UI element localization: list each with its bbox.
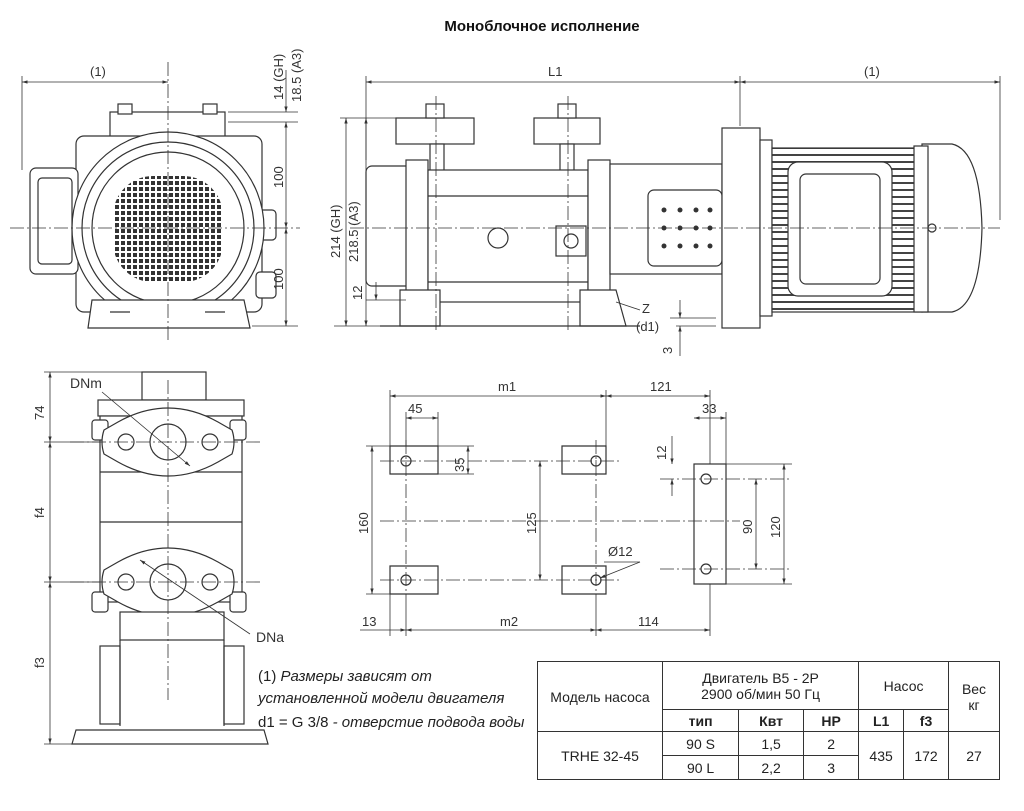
dim-base-phi12: Ø12	[608, 544, 633, 559]
side-view	[365, 103, 983, 329]
pump-body-dimensions	[44, 371, 251, 745]
note-d1: d1 = G 3/8 - отверстие подвода воды	[258, 714, 524, 731]
dim-body-f4: f4	[32, 507, 47, 518]
dim-base-125: 125	[524, 512, 539, 534]
terminal-dots	[661, 207, 713, 249]
cell-kw-1: 2,2	[738, 755, 805, 780]
side-view-centerlines	[350, 96, 1000, 330]
th-weight-line-2: кг	[968, 696, 980, 713]
th-motor-line-2: 2900 об/мин 50 Гц	[701, 685, 820, 702]
note-1-text-1: Размеры зависят от	[280, 668, 432, 685]
dim-front-100-up: 100	[271, 166, 286, 188]
th-type: тип	[661, 709, 740, 732]
side-view-dimensions	[334, 76, 1001, 356]
dim-base-160: 160	[356, 512, 371, 534]
cell-hp-1: 3	[803, 755, 860, 780]
dim-front-100-down: 100	[271, 268, 286, 290]
note-d1-text: - отверстие подвода воды	[328, 714, 525, 731]
base-plan-centerlines	[380, 440, 790, 600]
note-1-mark: (1)	[258, 668, 277, 685]
th-kw: Квт	[738, 709, 805, 732]
dim-base-45: 45	[408, 401, 422, 416]
dim-base-m2: m2	[500, 614, 518, 629]
note-1-text-2: установленной модели двигателя	[258, 690, 505, 707]
dim-side-218a3: 218.5 (A3)	[346, 201, 361, 262]
dim-body-f3: f3	[32, 657, 47, 668]
dim-side-motor: (1)	[864, 64, 880, 79]
page-title: Моноблочное исполнение	[444, 18, 640, 35]
dim-front-18a3: 18.5 (A3)	[289, 49, 304, 102]
dim-base-90: 90	[740, 520, 755, 534]
label-dna: DNa	[256, 629, 284, 645]
dim-front-width: (1)	[90, 64, 106, 79]
th-model: Модель насоса	[537, 661, 663, 732]
cell-type-0: 90 S	[661, 731, 740, 756]
note-d1-mark: d1 = G 3/8	[258, 714, 329, 731]
dim-base-35: 35	[452, 458, 467, 472]
th-hp: HP	[803, 709, 860, 732]
front-view-centerlines	[10, 62, 300, 340]
dim-side-d1: (d1)	[636, 319, 659, 334]
pump-body-centerlines	[70, 380, 260, 700]
dim-side-214gh: 214 (GH)	[328, 205, 343, 258]
th-pump: Насос	[858, 661, 949, 710]
cell-l1: 435	[858, 731, 905, 780]
base-plan-view	[389, 445, 727, 595]
spec-table: Модель насоса Двигатель В5 - 2Р 2900 об/…	[537, 661, 1000, 780]
dim-body-74: 74	[32, 406, 47, 420]
cell-hp-0: 2	[803, 731, 860, 756]
pump-body-view	[71, 371, 269, 745]
dim-base-121: 121	[650, 379, 672, 394]
dim-base-120: 120	[768, 516, 783, 538]
th-f3: f3	[903, 709, 949, 732]
dim-base-33: 33	[702, 401, 716, 416]
dim-side-3: 3	[660, 347, 675, 354]
dim-side-l1: L1	[548, 64, 562, 79]
label-dnm: DNm	[70, 375, 102, 391]
note-1-line-1: (1) Размеры зависят от	[258, 668, 432, 685]
th-weight-line-1: Вес	[961, 680, 987, 697]
th-l1: L1	[858, 709, 905, 732]
dim-side-z: Z	[642, 301, 650, 316]
th-motor-line-1: Двигатель В5 - 2Р	[702, 669, 819, 686]
dim-front-14gh: 14 (GH)	[271, 54, 286, 100]
cell-kw-0: 1,5	[738, 731, 805, 756]
dim-base-114: 114	[638, 614, 659, 629]
dim-base-12: 12	[654, 446, 669, 460]
front-view-dimensions	[21, 70, 298, 327]
dim-side-12: 12	[350, 286, 365, 300]
base-plan-dimensions	[360, 390, 792, 636]
cell-type-1: 90 L	[661, 755, 740, 780]
front-view	[29, 103, 277, 329]
th-motor: Двигатель В5 - 2Р 2900 об/мин 50 Гц	[661, 661, 860, 710]
cell-f3: 172	[903, 731, 949, 780]
dim-base-13: 13	[362, 614, 376, 629]
th-weight: Вес кг	[948, 661, 1000, 732]
cell-weight: 27	[948, 731, 1000, 780]
note-1-line-2: установленной модели двигателя	[258, 690, 504, 707]
cell-model: TRHE 32-45	[537, 731, 663, 780]
dim-base-m1: m1	[498, 379, 516, 394]
